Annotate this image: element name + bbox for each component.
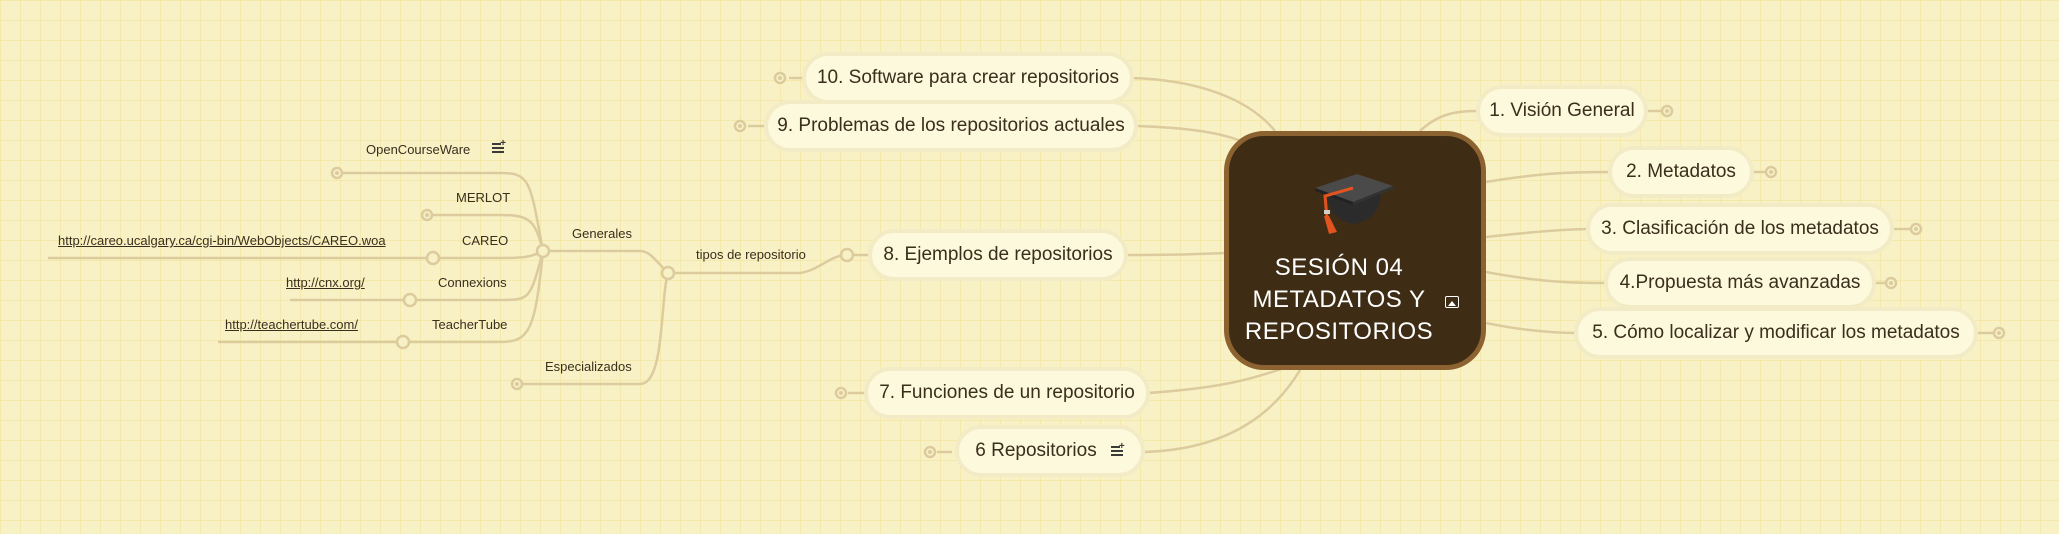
title-line-2: METADATOS Y <box>1252 286 1426 313</box>
topic-software[interactable]: 10. Software para crear repositorios <box>802 52 1134 104</box>
topic-label: 8. Ejemplos de repositorios <box>883 244 1113 265</box>
topic-label: 2. Metadatos <box>1626 161 1736 182</box>
subtopic-careo[interactable]: CAREO <box>462 233 509 248</box>
subtopic-teachertube[interactable]: TeacherTube <box>432 317 508 332</box>
subtopic-opencourseware[interactable]: OpenCourseWare + <box>366 139 506 158</box>
topic-propuesta[interactable]: 4.Propuesta más avanzadas <box>1604 257 1876 309</box>
subtopic-tipos-de-repositorio[interactable]: tipos de repositorio <box>696 247 806 262</box>
topic-ejemplos[interactable]: 8. Ejemplos de repositorios <box>868 229 1128 281</box>
topic-problemas[interactable]: 9. Problemas de los repositorios actuale… <box>764 100 1138 152</box>
topic-clasificacion[interactable]: 3. Clasificación de los metadatos <box>1586 203 1894 255</box>
topic-label: 4.Propuesta más avanzadas <box>1619 272 1861 293</box>
topic-funciones[interactable]: 7. Funciones de un repositorio <box>864 367 1150 419</box>
title-line-3: REPOSITORIOS <box>1244 318 1434 345</box>
topic-label: 1. Visión General <box>1489 100 1635 121</box>
teachertube-url-link[interactable]: http://teachertube.com/ <box>225 317 358 332</box>
careo-url-link[interactable]: http://careo.ucalgary.ca/cgi-bin/WebObje… <box>58 233 386 248</box>
topic-label: 9. Problemas de los repositorios actuale… <box>777 115 1125 136</box>
cnx-url-link[interactable]: http://cnx.org/ <box>286 275 365 290</box>
subtopic-connexions[interactable]: Connexions <box>438 275 507 290</box>
image-icon[interactable] <box>1445 296 1459 308</box>
note-icon[interactable]: + <box>491 139 506 154</box>
topic-label: 3. Clasificación de los metadatos <box>1601 218 1879 239</box>
central-title: SESIÓN 04 METADATOS Y REPOSITORIOS <box>1229 252 1449 348</box>
subtopic-especializados[interactable]: Especializados <box>545 359 632 374</box>
subtopic-generales[interactable]: Generales <box>572 226 632 241</box>
topic-label: 10. Software para crear repositorios <box>816 67 1120 88</box>
topic-label: 5. Cómo localizar y modificar los metada… <box>1592 322 1960 343</box>
topic-como-localizar[interactable]: 5. Cómo localizar y modificar los metada… <box>1574 307 1978 359</box>
central-topic[interactable]: SESIÓN 04 METADATOS Y REPOSITORIOS <box>1224 131 1486 370</box>
topic-label: 6 Repositorios <box>975 440 1097 461</box>
subtopic-label: OpenCourseWare <box>366 142 471 157</box>
title-line-1: SESIÓN 04 <box>1274 254 1404 281</box>
topic-metadatos[interactable]: 2. Metadatos <box>1608 146 1754 198</box>
topic-label: 7. Funciones de un repositorio <box>879 382 1135 403</box>
topic-repositorios[interactable]: 6 Repositorios + <box>955 425 1145 477</box>
graduation-cap-icon <box>1315 174 1393 234</box>
subtopic-merlot[interactable]: MERLOT <box>456 190 511 205</box>
topic-vision-general[interactable]: 1. Visión General <box>1476 85 1648 137</box>
note-icon[interactable]: + <box>1110 442 1125 457</box>
